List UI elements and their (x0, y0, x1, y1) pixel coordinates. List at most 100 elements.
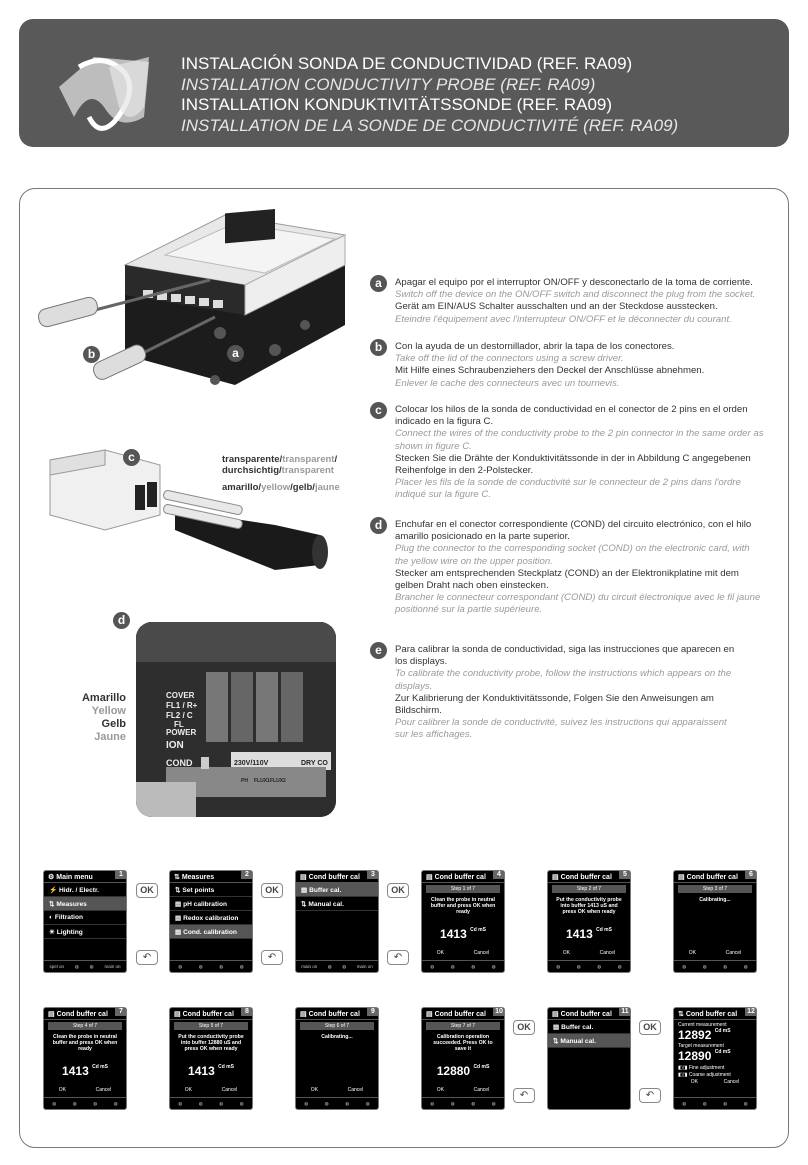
menu-item-filtration[interactable]: ◐ Filtration (44, 911, 126, 925)
wire1-en: transparent (282, 454, 335, 465)
soft-ok[interactable]: OK (184, 1087, 193, 1093)
back-icon[interactable]: ↶ (136, 950, 158, 965)
pcb-text-2: FL2 / C (166, 711, 193, 720)
ok-button[interactable]: OK (639, 1020, 661, 1035)
pcb-labels: Amarillo Yellow Gelb Jaune (72, 692, 126, 744)
soft-cancel[interactable]: Cancel (725, 950, 742, 956)
back-icon[interactable]: ↶ (639, 1088, 661, 1103)
menu-item-manual-cal[interactable]: ⇅ Manual cal. (548, 1034, 630, 1048)
soft-ok[interactable]: OK (310, 1087, 319, 1093)
screen-number: 5 (619, 871, 630, 879)
screen-title-text: Cond buffer cal (308, 874, 360, 881)
soft-ok[interactable]: OK (562, 950, 571, 956)
soft-cancel[interactable]: Cancel (473, 1087, 490, 1093)
screen-number: 3 (367, 871, 378, 879)
menu-item-ph-cal[interactable]: ▤ pH calibration (170, 897, 252, 911)
screen-3: 3 ▤ Cond buffer cal ▤ Buffer cal. ⇅ Manu… (295, 870, 379, 973)
soft-cancel[interactable]: Cancel (599, 950, 616, 956)
value-number: 12890 (678, 1049, 712, 1063)
soft-ok[interactable]: OK (436, 950, 445, 956)
menu-item-lighting[interactable]: ☀ Lighting (44, 925, 126, 939)
ok-cancel-row: OK Cancel (548, 948, 630, 958)
screen-message: Clean the probe in neutral buffer and pr… (430, 897, 496, 915)
ok-cancel-row: OK Cancel (422, 1085, 504, 1095)
screen-6: 6 ▤ Cond buffer cal Step 3 of 7 Calibrat… (673, 870, 757, 973)
value-unit: Cd mS (218, 1064, 234, 1070)
screen-message: Calibration operation succeeded. Press O… (433, 1034, 493, 1052)
measurement-value: 1413 Cd mS (422, 927, 504, 941)
soft-cancel[interactable]: Cancel (95, 1087, 112, 1093)
menu-item-label: pH calibration (183, 901, 228, 908)
screen-title-text: Cond buffer cal (434, 1011, 486, 1018)
menu-item-cond-cal[interactable]: ▤ Cond. calibration (170, 925, 252, 939)
wire1-fr: transparent (281, 465, 334, 476)
menu-item-label: Manual cal. (308, 901, 344, 908)
status-bar: main on◍◍main on (296, 960, 378, 972)
ok-button[interactable]: OK (261, 883, 283, 898)
soft-ok[interactable]: OK (690, 1079, 699, 1085)
screen-number: 6 (745, 871, 756, 879)
menu-item-measures[interactable]: ⇅ Measures (44, 897, 126, 911)
screen-number: 10 (493, 1008, 504, 1016)
step-badge-c: c (370, 402, 387, 419)
menu-item-label: Lighting (56, 929, 83, 936)
soft-cancel[interactable]: Cancel (723, 1079, 740, 1085)
step-d-fr: Brancher le connecteur correspondant (CO… (395, 592, 761, 616)
step-indicator: Step 6 of 7 (300, 1022, 374, 1030)
pcb-text-9: PH (241, 778, 248, 784)
menu-item-setpoints[interactable]: ⇅ Set points (170, 883, 252, 897)
ok-button[interactable]: OK (513, 1020, 535, 1035)
screen-title: ▤ Cond buffer cal (296, 1008, 378, 1020)
menu-item-buffer-cal[interactable]: ▤ Buffer cal. (296, 883, 378, 897)
header-banner: INSTALACIÓN SONDA DE CONDUCTIVIDAD (REF.… (19, 19, 789, 147)
menu-item-redox-cal[interactable]: ▤ Redox calibration (170, 911, 252, 925)
ok-cancel-row: OK Cancel (422, 948, 504, 958)
menu-item-buffer-cal[interactable]: ▤ Buffer cal. (548, 1020, 630, 1034)
screen-title-text: Cond buffer cal (686, 874, 738, 881)
back-icon[interactable]: ↶ (387, 950, 409, 965)
step-a-de: Gerät am EIN/AUS Schalter ausschalten un… (395, 301, 718, 313)
screen-11: 11 ▤ Cond buffer cal ▤ Buffer cal. ⇅ Man… (547, 1007, 631, 1110)
status-right: main on (356, 964, 373, 969)
screen-5: 5 ▤ Cond buffer cal Step 2 of 7 Put the … (547, 870, 631, 973)
step-b-es: Con la ayuda de un destornillador, abrir… (395, 341, 675, 352)
menu-item-label: Redox calibration (183, 915, 239, 922)
soft-cancel[interactable]: Cancel (221, 1087, 238, 1093)
back-icon[interactable]: ↶ (513, 1088, 535, 1103)
screen-title: ▤ Cond buffer cal (44, 1008, 126, 1020)
fine-adjust[interactable]: ◧◨ Fine adjustment (678, 1065, 725, 1071)
step-c-es: Colocar los hilos de la sonda de conduct… (395, 404, 748, 428)
ok-cancel-row: OK Cancel (674, 1078, 756, 1086)
current-label: Current measurement (678, 1022, 727, 1028)
connector-illustration (49, 449, 328, 570)
screen-title-text: Measures (181, 874, 215, 881)
step-indicator: Step 7 of 7 (426, 1022, 500, 1030)
measurement-value: 1413 Cd mS (44, 1064, 126, 1078)
menu-item-label: Buffer cal. (309, 887, 342, 894)
step-e-de: Zur Kalibrierung der Konduktivitätssonde… (395, 692, 714, 717)
badge-b: b (83, 346, 100, 363)
soft-cancel[interactable]: Cancel (473, 950, 490, 956)
soft-ok[interactable]: OK (58, 1087, 67, 1093)
ok-cancel-row: OK Cancel (170, 1085, 252, 1095)
soft-cancel[interactable]: Cancel (347, 1087, 364, 1093)
step-a-en: Switch off the device on the ON/OFF swit… (395, 289, 756, 301)
title-en: INSTALLATION CONDUCTIVITY PROBE (REF. RA… (181, 74, 596, 94)
menu-item-hidr[interactable]: ⚡ Hidr. / Electr. (44, 883, 126, 897)
step-a-es: Apagar el equipo por el interruptor ON/O… (395, 277, 753, 288)
back-icon[interactable]: ↶ (261, 950, 283, 965)
screen-title-text: Main menu (56, 874, 93, 881)
screen-number: 9 (367, 1008, 378, 1016)
screen-number: 1 (115, 871, 126, 879)
value-number: 12880 (436, 1064, 471, 1078)
screen-12: 12 ⇅ Cond buffer cal Current measurement… (673, 1007, 757, 1110)
ok-button[interactable]: OK (387, 883, 409, 898)
soft-ok[interactable]: OK (688, 950, 697, 956)
coarse-adjust[interactable]: ◧◨ Coarse adjustment (678, 1072, 731, 1078)
ok-button[interactable]: OK (136, 883, 158, 898)
screen-title-text: Cond buffer cal (308, 1011, 360, 1018)
screen-title: ▤ Cond buffer cal (674, 871, 756, 883)
wire1-de: durchsichtig (222, 465, 280, 476)
soft-ok[interactable]: OK (436, 1087, 445, 1093)
menu-item-manual-cal[interactable]: ⇅ Manual cal. (296, 897, 378, 911)
